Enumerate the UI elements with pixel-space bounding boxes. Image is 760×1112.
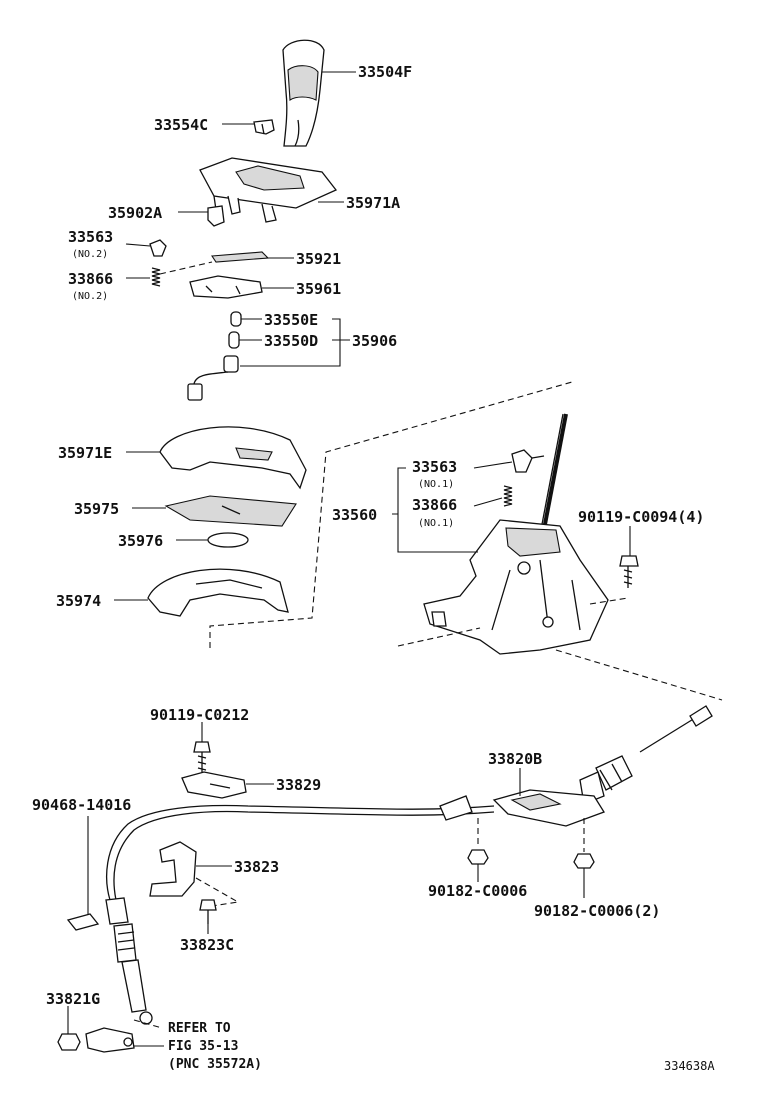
leader-33866-no1 xyxy=(473,497,503,507)
label-33823: 33823 xyxy=(234,858,279,876)
label-33821G: 33821G xyxy=(46,990,100,1008)
pin-33563-no1-illustration xyxy=(511,449,545,473)
label-35971A: 35971A xyxy=(346,194,400,212)
cover-35974-illustration xyxy=(147,568,289,617)
bolt-33823C-illustration xyxy=(199,899,217,924)
spring-33866-no2-illustration xyxy=(151,267,161,287)
label-35971E: 35971E xyxy=(58,444,112,462)
pin-33563-no2-illustration xyxy=(149,239,167,257)
shift-housing-illustration xyxy=(423,413,609,655)
refer-line-3: (PNC 35572A) xyxy=(168,1057,262,1072)
bracket-35906 xyxy=(240,318,350,367)
dash-link-cover xyxy=(209,381,573,648)
label-35921: 35921 xyxy=(296,250,341,268)
label-33550E: 33550E xyxy=(264,311,318,329)
label-35906: 35906 xyxy=(352,332,397,350)
bracket-33560 xyxy=(392,467,478,553)
label-33866-no1: 33866 xyxy=(412,496,457,514)
label-90119-C0212: 90119-C0212 xyxy=(150,706,249,724)
label-35976: 35976 xyxy=(118,532,163,550)
label-33829: 33829 xyxy=(276,776,321,794)
shift-knob-illustration xyxy=(282,39,325,147)
dash-link-no2 xyxy=(159,261,213,275)
nut-90182-C0006-2-illustration xyxy=(573,853,595,869)
shift-cable-illustration xyxy=(105,705,713,1025)
label-33554C: 33554C xyxy=(154,116,208,134)
cable-clip-illustration xyxy=(439,795,473,821)
label-33504F: 33504F xyxy=(358,63,412,81)
refer-line-2: FIG 35-13 xyxy=(168,1039,238,1054)
wire-harness-35906-illustration xyxy=(187,355,239,401)
clamp-90468-14016-illustration xyxy=(66,913,100,931)
label-33866-no2: 33866 xyxy=(68,270,113,288)
refer-line-1: REFER TO xyxy=(168,1021,231,1036)
label-90468-14016: 90468-14016 xyxy=(32,796,131,814)
spring-33866-no1-illustration xyxy=(503,485,513,507)
indicator-housing-illustration xyxy=(199,157,338,223)
clip-33554C-illustration xyxy=(253,119,275,135)
sheet-35975-illustration xyxy=(164,495,297,527)
label-33550D: 33550D xyxy=(264,332,318,350)
diagram-id: 334638A xyxy=(664,1059,715,1073)
label-90182-C0006: 90182-C0006 xyxy=(428,882,527,900)
label-33563-no2-qualifier: (NO.2) xyxy=(72,249,108,260)
nut-33821G-illustration xyxy=(57,1033,81,1051)
label-90182-C0006-2: 90182-C0006(2) xyxy=(534,902,660,920)
label-33563-no2: 33563 xyxy=(68,228,113,246)
clip-35902A-illustration xyxy=(207,205,225,227)
label-33560: 33560 xyxy=(332,506,377,524)
cover-35971E-illustration xyxy=(159,426,307,490)
leader-33563-no1 xyxy=(473,461,513,469)
dash-link-housing xyxy=(397,597,723,701)
bracket-35961-illustration xyxy=(189,275,263,299)
label-90119-C0094: 90119-C0094(4) xyxy=(578,508,704,526)
leader-33563-no2 xyxy=(125,243,151,247)
linkage-illustration xyxy=(85,1027,135,1053)
bracket-33829-illustration xyxy=(181,771,247,799)
bulb-33550D-illustration xyxy=(228,331,240,349)
pad-35976-illustration xyxy=(207,532,249,548)
label-35974: 35974 xyxy=(56,592,101,610)
label-33866-no1-qualifier: (NO.1) xyxy=(418,518,454,529)
label-33866-no2-qualifier: (NO.2) xyxy=(72,291,108,302)
nut-90182-C0006-illustration xyxy=(467,849,489,865)
bolt-90119-C0212-illustration xyxy=(193,741,211,772)
dash-link-ref xyxy=(133,1019,163,1029)
label-33563-no1-qualifier: (NO.1) xyxy=(418,479,454,490)
label-33820B: 33820B xyxy=(488,750,542,768)
bolt-90119-C0094-illustration xyxy=(619,555,639,588)
label-33823C: 33823C xyxy=(180,936,234,954)
label-35961: 35961 xyxy=(296,280,341,298)
bracket-33823-illustration xyxy=(149,841,197,897)
label-35902A: 35902A xyxy=(108,204,162,222)
dash-link-33823 xyxy=(195,877,240,907)
bulb-33550E-illustration xyxy=(230,311,242,327)
label-33563-no1: 33563 xyxy=(412,458,457,476)
label-35975: 35975 xyxy=(74,500,119,518)
plate-35921-illustration xyxy=(211,251,270,263)
